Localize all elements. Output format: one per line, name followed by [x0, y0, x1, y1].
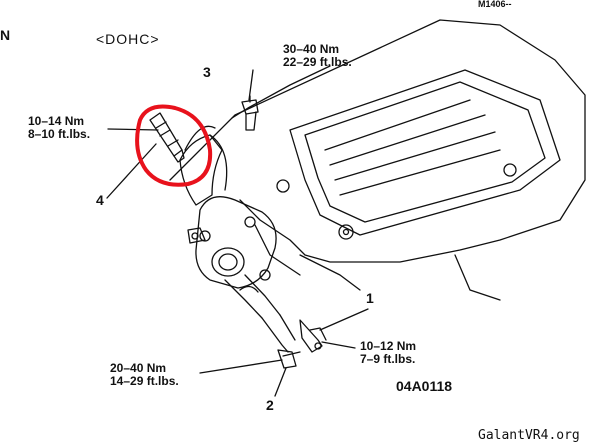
- callout-4-number: 4: [96, 192, 104, 208]
- callout-3-torque-nm: 30–40 Nm: [283, 42, 340, 56]
- leader-1-number: [319, 308, 369, 331]
- leader-2-torque: [199, 359, 283, 374]
- callout-2-torque: 20–40 Nm 14–29 ft.lbs.: [110, 362, 179, 388]
- sensor-2: [277, 349, 297, 369]
- callout-2-torque-ftlb: 14–29 ft.lbs.: [110, 374, 179, 388]
- callout-1-torque-ftlb: 7–9 ft.lbs.: [360, 352, 416, 366]
- callout-1-torque: 10–12 Nm 7–9 ft.lbs.: [360, 340, 416, 366]
- leader-3: [248, 69, 254, 101]
- callout-2-torque-nm: 20–40 Nm: [110, 361, 167, 375]
- callout-4-torque: 10–14 Nm 8–10 ft.lbs.: [28, 115, 90, 141]
- highlight-circle: [135, 104, 213, 187]
- leader-1-torque: [321, 341, 356, 349]
- callout-3-torque: 30–40 Nm 22–29 ft.lbs.: [283, 43, 352, 69]
- callout-3-number: 3: [203, 64, 211, 80]
- sensor-4: [149, 112, 183, 157]
- leader-4-number: [106, 143, 157, 199]
- cam-cover-outline: [169, 19, 586, 263]
- thermostat-housing: [195, 196, 277, 289]
- callout-2-number: 2: [266, 397, 274, 413]
- sensor-1: [299, 319, 323, 353]
- callout-4-torque-nm: 10–14 Nm: [28, 114, 85, 128]
- watermark: GalantVR4.org: [478, 428, 580, 443]
- sensor-3: [241, 99, 259, 115]
- figure-code: 04A0118: [396, 378, 453, 394]
- callout-1-torque-nm: 10–12 Nm: [360, 339, 417, 353]
- callout-3-torque-ftlb: 22–29 ft.lbs.: [283, 55, 352, 69]
- engine-type-label: <DOHC>: [96, 31, 160, 47]
- page-reference: M1406--: [478, 0, 512, 9]
- callout-1-number: 1: [366, 290, 374, 306]
- cover-panel: [289, 69, 561, 236]
- leader-2-number: [274, 367, 287, 397]
- leader-4-torque: [107, 128, 159, 131]
- callout-4-torque-ftlb: 8–10 ft.lbs.: [28, 127, 91, 141]
- edge-letter: N: [0, 27, 11, 43]
